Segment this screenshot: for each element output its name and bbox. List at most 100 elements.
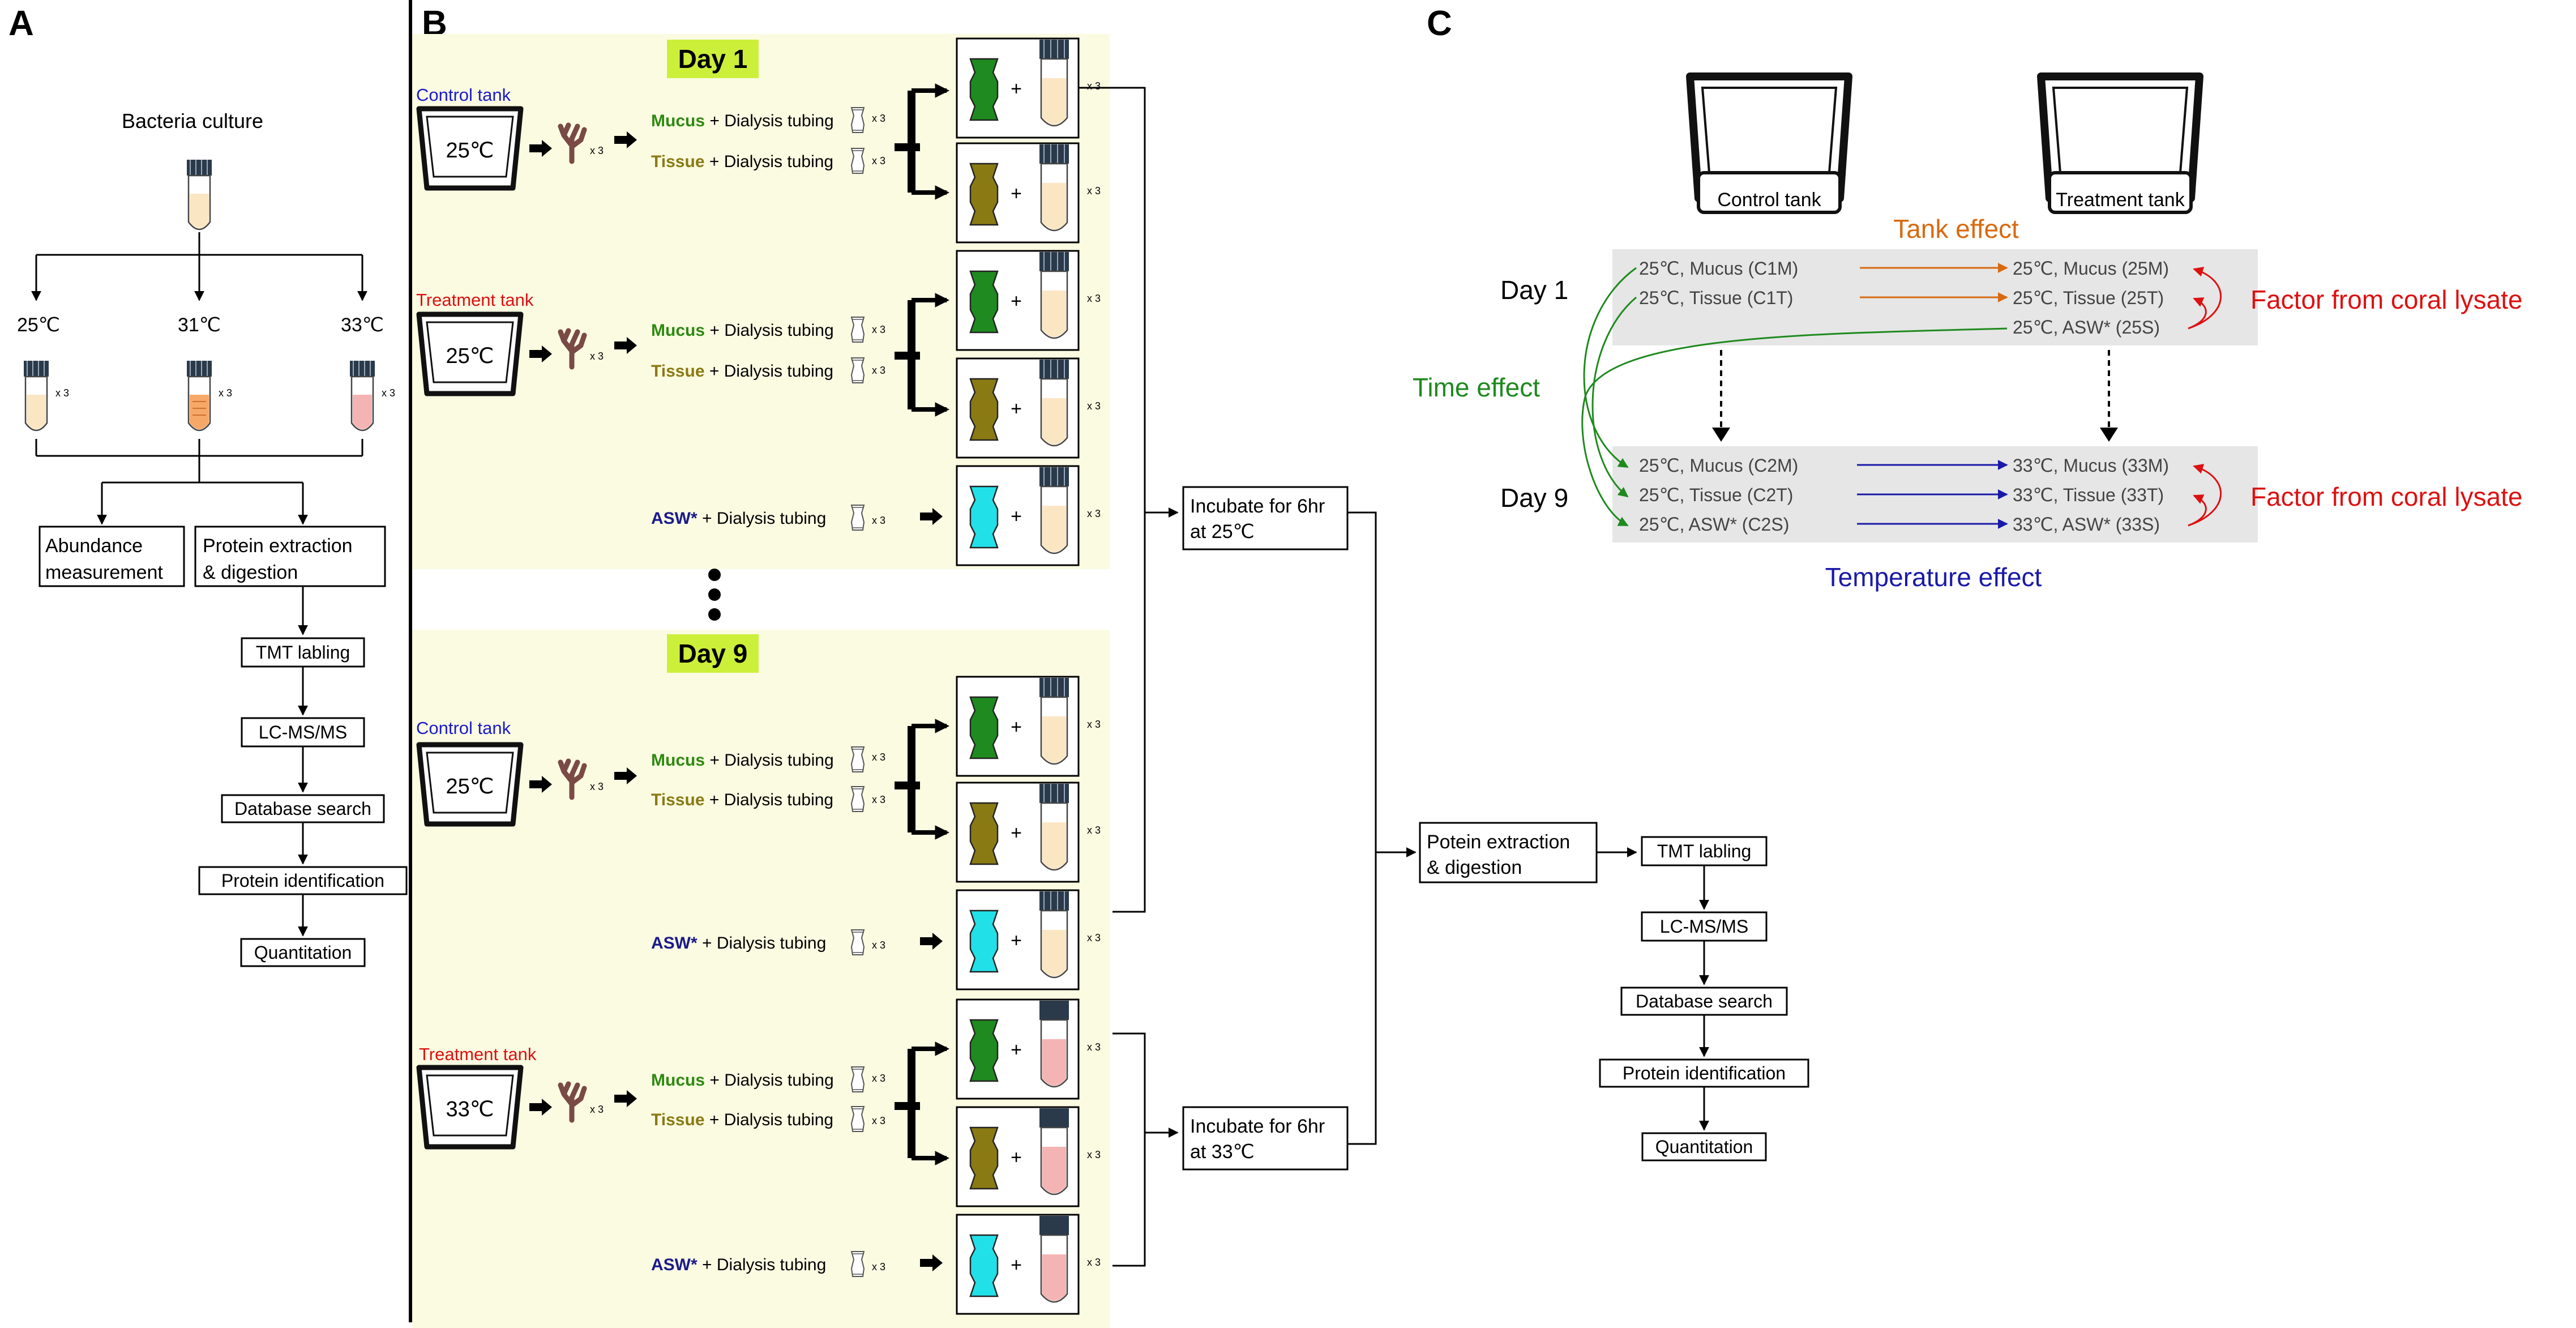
extraction-b-line-1: Potein extraction bbox=[1427, 831, 1570, 853]
tube-icon bbox=[1038, 466, 1070, 554]
multiplier: x 3 bbox=[872, 155, 885, 166]
sample-row: Tissue + Dialysis tubing bbox=[651, 791, 833, 809]
sample-row: Tissue + Dialysis tubing bbox=[651, 362, 833, 381]
day1-label: Day 1 bbox=[1500, 275, 1568, 305]
identification-label-a: Protein identification bbox=[221, 870, 384, 891]
quantitation-box-b bbox=[1641, 1132, 1767, 1162]
temp-label-31: 31℃ bbox=[178, 314, 221, 336]
temp-label-33: 33℃ bbox=[341, 314, 384, 336]
sample-row: Tissue + Dialysis tubing bbox=[651, 152, 833, 171]
mucus-word: Mucus bbox=[651, 1071, 705, 1090]
multiplier: x 3 bbox=[590, 351, 604, 362]
lcms-box-a bbox=[241, 717, 365, 748]
dialysis-text: + Dialysis tubing bbox=[702, 934, 826, 953]
sample-row: Mucus + Dialysis tubing bbox=[651, 751, 834, 770]
asw-bag-icon bbox=[969, 909, 999, 973]
tube-icon bbox=[1038, 677, 1070, 765]
extraction-a-line-2: & digestion bbox=[203, 562, 298, 583]
incubate-33-box bbox=[1182, 1106, 1349, 1171]
mucus-word: Mucus bbox=[651, 321, 705, 340]
multiplier: x 3 bbox=[1087, 80, 1101, 92]
database-label-b: Database search bbox=[1636, 991, 1773, 1011]
sample-row: Mucus + Dialysis tubing bbox=[651, 321, 834, 340]
dialysis-text: + Dialysis tubing bbox=[709, 1111, 833, 1129]
quantitation-box-a bbox=[240, 938, 366, 967]
plus-sign: + bbox=[1011, 1039, 1022, 1061]
multiplier: x 3 bbox=[872, 751, 885, 763]
control-tank-caption: Control tank bbox=[1717, 189, 1821, 211]
bracket bbox=[895, 91, 920, 193]
day9-control-tissue: 25℃, Tissue (C2T) bbox=[1639, 485, 1793, 505]
incubate-33-line-2: at 33℃ bbox=[1190, 1141, 1255, 1163]
tube-icon bbox=[1038, 143, 1070, 232]
tube-icon bbox=[1038, 783, 1070, 871]
factor-label-day1: Factor from coral lysate bbox=[2250, 285, 2523, 314]
mucus-bag-icon bbox=[969, 58, 999, 121]
tmt-label-a: TMT labling bbox=[256, 642, 350, 663]
multiplier: x 3 bbox=[872, 1073, 885, 1084]
tank-effect-label: Tank effect bbox=[1893, 214, 2019, 244]
tmt-label-b: TMT labling bbox=[1657, 841, 1752, 861]
dialysis-bag-icon bbox=[851, 1251, 865, 1277]
dialysis-bag-icon bbox=[851, 1066, 865, 1092]
control-tank-icon bbox=[1686, 72, 1852, 214]
asw-word: ASW* bbox=[651, 1256, 698, 1274]
multiplier: x 3 bbox=[1087, 400, 1101, 412]
dialysis-bag-icon bbox=[851, 786, 865, 812]
bacteria-culture-title: Bacteria culture bbox=[122, 109, 263, 133]
day9-label: Day 9 bbox=[1500, 483, 1568, 513]
multiplier: x 3 bbox=[1087, 1149, 1101, 1160]
dialysis-text: + Dialysis tubing bbox=[709, 751, 833, 770]
day1-treatment-asw: 25℃, ASW* (25S) bbox=[2013, 317, 2160, 338]
tube-multiplier: x 3 bbox=[55, 387, 69, 399]
day9-label: Day 9 bbox=[678, 639, 748, 668]
treatment-tank-caption: Treatment tank bbox=[2056, 189, 2185, 211]
plus-sign: + bbox=[1011, 78, 1022, 100]
factor-curve bbox=[2188, 297, 2207, 330]
tank-temp: 25℃ bbox=[446, 775, 494, 798]
quantitation-label-a: Quantitation bbox=[254, 942, 352, 963]
temperature-effect-label: Temperature effect bbox=[1825, 562, 2042, 592]
sample-row: Mucus + Dialysis tubing bbox=[651, 112, 834, 130]
quantitation-label-b: Quantitation bbox=[1655, 1137, 1753, 1157]
dialysis-text: + Dialysis tubing bbox=[702, 1256, 826, 1274]
asw-bag-icon bbox=[969, 1234, 999, 1297]
abundance-box bbox=[38, 526, 185, 587]
extraction-box-b bbox=[1419, 822, 1598, 883]
time-effect-curve bbox=[1581, 327, 2008, 527]
day1-treatment-tissue: 25℃, Tissue (25T) bbox=[2013, 288, 2164, 308]
temp-label-25: 25℃ bbox=[17, 314, 60, 336]
bacteria-culture-tube bbox=[187, 160, 212, 229]
multiplier: x 3 bbox=[1087, 825, 1101, 836]
lcms-label-a: LC-MS/MS bbox=[259, 722, 347, 742]
dialysis-text: + Dialysis tubing bbox=[709, 321, 833, 340]
plus-sign: + bbox=[1011, 291, 1022, 312]
treatment-tank-label: Treatment tank bbox=[416, 290, 534, 310]
dialysis-bag-icon bbox=[851, 107, 865, 133]
panel-c-label: C bbox=[1427, 4, 1452, 43]
multiplier: x 3 bbox=[872, 515, 885, 526]
sample-row: Tissue + Dialysis tubing bbox=[651, 1111, 833, 1129]
dialysis-bag-icon bbox=[851, 357, 865, 383]
dialysis-bag-icon bbox=[851, 746, 865, 772]
day1-label-bg bbox=[667, 40, 759, 78]
extraction-b-line-2: & digestion bbox=[1427, 857, 1522, 878]
dialysis-text: + Dialysis tubing bbox=[702, 509, 826, 528]
plus-sign: + bbox=[1011, 506, 1022, 527]
multiplier: x 3 bbox=[872, 324, 885, 335]
tube-icon bbox=[1039, 1216, 1069, 1303]
merge-connector bbox=[1347, 511, 1377, 1145]
dialysis-text: + Dialysis tubing bbox=[709, 1071, 833, 1090]
multiplier: x 3 bbox=[872, 1261, 885, 1273]
connector-25 bbox=[1079, 87, 1146, 913]
plus-sign: + bbox=[1011, 183, 1022, 204]
mucus-bag-icon bbox=[969, 270, 999, 334]
mucus-word: Mucus bbox=[651, 112, 705, 130]
day-transition-head bbox=[1712, 428, 1730, 442]
tissue-word: Tissue bbox=[651, 1111, 705, 1129]
sample-row: ASW* + Dialysis tubing bbox=[651, 1256, 826, 1274]
tube-icon bbox=[1039, 1108, 1069, 1195]
day9-label-bg bbox=[667, 634, 759, 673]
sample-row: ASW* + Dialysis tubing bbox=[651, 934, 826, 953]
